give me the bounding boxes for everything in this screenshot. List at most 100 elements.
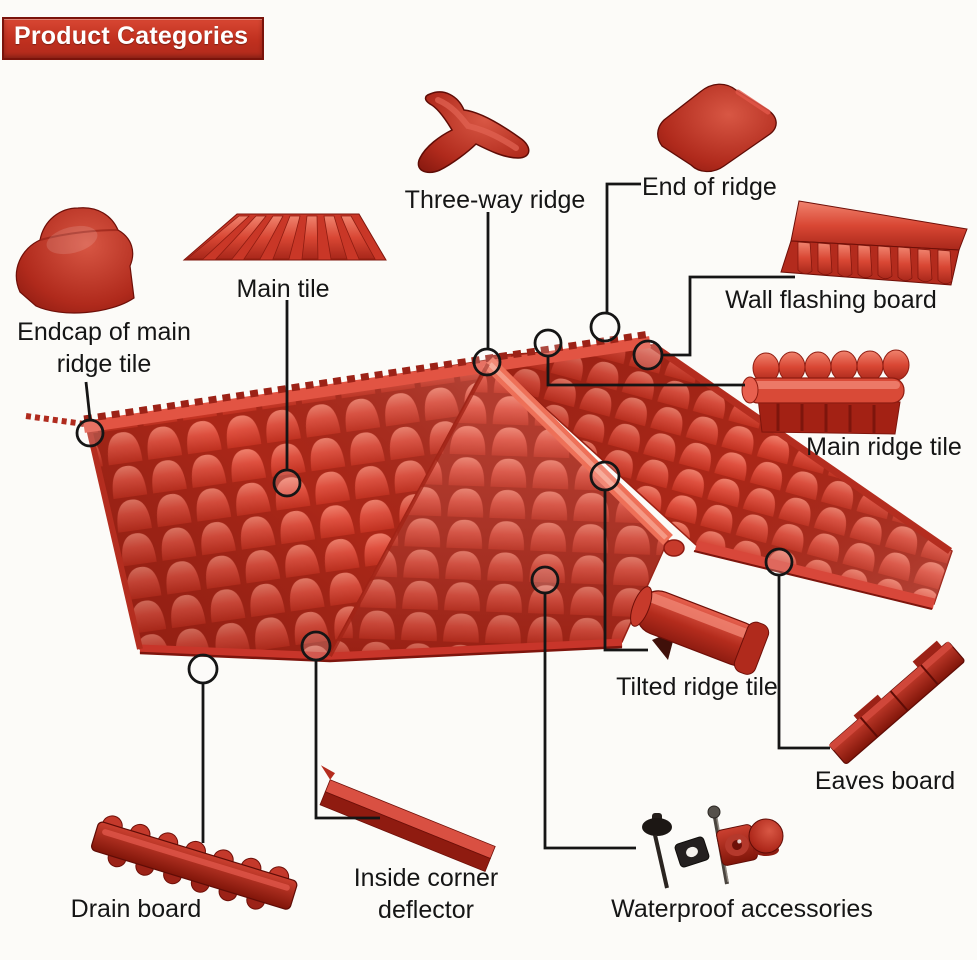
drain-board-highlight — [102, 829, 290, 891]
square-cap-glint — [737, 839, 742, 844]
main-tile-rib — [340, 215, 376, 260]
main-tile-rib — [301, 215, 319, 260]
eaves-board-step-tab — [912, 640, 943, 668]
roof-right-eave-edge — [693, 550, 933, 610]
roof-right-slope-shading — [488, 345, 952, 604]
round-cap-body — [748, 818, 784, 854]
callout-circle-inside-corner — [300, 630, 332, 662]
label-waterproof-accessories: Waterproof accessories — [611, 895, 873, 923]
wall-flashing-rib — [937, 249, 953, 285]
label-tilted-ridge-tile: Tilted ridge tile — [616, 673, 778, 701]
callout-circle-wall-flashing — [632, 339, 664, 371]
endcap-crease — [39, 229, 119, 241]
main-tile-rib — [243, 215, 284, 260]
drain-board-image — [91, 815, 298, 910]
three-way-ridge-body — [417, 91, 530, 174]
callout-circle-end-of-ridge — [589, 311, 621, 343]
wall-flashing-rib — [857, 244, 873, 279]
label-endcap-of-main-ridge-tile: Endcap of main ridge tile — [17, 318, 191, 378]
cap-nail-shaft — [653, 834, 669, 889]
callout-line-main-ridge-tile — [546, 357, 745, 387]
roof-assembly-image — [25, 330, 953, 663]
main-ridge-scallop — [856, 350, 884, 382]
callout-line-tilted-ridge-tile — [603, 490, 648, 652]
callout-line-end-of-ridge — [605, 182, 641, 312]
roof-front-gable-shading — [328, 362, 668, 657]
three-way-ridge-highlight — [435, 97, 519, 151]
callout-circle-main-ridge-tile — [533, 328, 563, 358]
main-ridge-tile-image — [741, 349, 910, 435]
label-end-of-ridge: End of ridge — [642, 173, 777, 201]
roof-hip-ridge-highlight — [488, 362, 668, 540]
endcap-highlight — [46, 225, 98, 255]
callout-circle-eaves-board — [764, 547, 794, 577]
roof-left-slope-shading — [88, 360, 488, 657]
page-title: Product Categories — [14, 22, 249, 50]
callout-lines — [84, 182, 830, 850]
wall-flashing-rib — [797, 241, 813, 275]
label-three-way-ridge: Three-way ridge — [404, 186, 586, 214]
tilted-ridge-end — [630, 586, 653, 627]
eaves-board-steps — [859, 664, 939, 738]
roof-right-rake-edge — [650, 342, 952, 554]
label-inside-corner-deflector: Inside corner deflector — [353, 864, 499, 924]
endcap-body — [15, 207, 135, 314]
eaves-board-strip — [829, 641, 965, 765]
main-ridge-skirt-ribs — [776, 403, 876, 433]
callout-line-eaves-board — [777, 576, 830, 750]
eaves-board-image — [828, 640, 965, 765]
tilted-ridge-highlight — [647, 593, 754, 640]
eaves-board-step-tab — [853, 694, 882, 721]
inside-corner-side-face — [319, 791, 491, 872]
wall-flashing-rib — [917, 248, 933, 283]
wall-flashing-board-image — [780, 200, 968, 286]
callout-line-wall-flashing — [663, 275, 795, 357]
cap-nail-head — [642, 818, 672, 836]
main-ridge-cap-highlight — [750, 381, 900, 389]
callout-circles — [75, 311, 794, 685]
page-title-badge: Product Categories — [2, 17, 265, 60]
main-ridge-cap-end — [741, 376, 759, 404]
main-tile-rib — [215, 215, 267, 260]
callout-line-endcap — [84, 381, 92, 420]
wall-flashing-rib — [837, 243, 853, 278]
roof-valley-line — [328, 363, 490, 657]
tilted-ridge-collar — [733, 621, 770, 675]
waterproof-accessories-image — [642, 805, 784, 889]
callout-circle-tilted-ridge-tile — [589, 460, 621, 492]
main-tile-rib — [272, 215, 301, 260]
callout-circle-drain-board — [187, 653, 219, 685]
main-tile-rib — [323, 215, 348, 260]
square-washer — [674, 836, 710, 868]
eaves-board-top-edge — [828, 641, 953, 751]
main-tile-image — [182, 213, 387, 261]
label-drain-board: Drain board — [70, 895, 202, 923]
wall-flashing-rib — [897, 246, 913, 282]
roof-hip-ridge-end — [663, 539, 685, 557]
label-eaves-board: Eaves board — [814, 767, 956, 795]
inside-corner-end-flange — [320, 765, 336, 780]
roof-front-eave-fascia — [139, 638, 623, 662]
roof-ridge-fragments — [25, 413, 85, 427]
endcap-of-main-ridge-tile-image — [15, 207, 135, 314]
callout-circle-waterproof — [530, 565, 560, 595]
label-wall-flashing-board: Wall flashing board — [725, 286, 937, 314]
callout-circle-endcap — [75, 418, 105, 448]
end-of-ridge-highlight — [735, 89, 771, 115]
main-tile-rib — [185, 215, 251, 260]
callout-circle-main-tile — [272, 468, 302, 498]
roof-left-rake-edge — [85, 423, 143, 650]
end-of-ridge-body — [657, 83, 777, 173]
inside-corner-deflector-image — [319, 765, 496, 872]
wall-flashing-rib — [817, 242, 833, 276]
three-way-ridge-image — [417, 91, 530, 174]
wall-flashing-rib — [877, 245, 893, 280]
callout-line-waterproof — [543, 594, 636, 850]
main-ridge-scallop — [882, 349, 910, 381]
square-washer-hole — [686, 846, 698, 858]
label-main-tile: Main tile — [236, 275, 330, 303]
roof-main-ridge-band — [83, 336, 651, 433]
roof-right-eave-fascia — [694, 540, 936, 610]
